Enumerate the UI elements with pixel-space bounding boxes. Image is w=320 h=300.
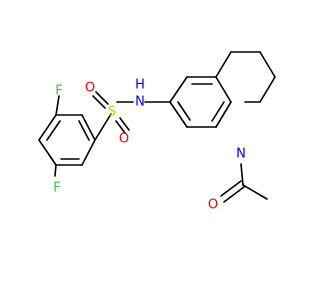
bond-s-o: [95, 91, 109, 105]
nitrogen-atom-label: N: [135, 95, 145, 110]
hydrogen-atom-label: H: [135, 78, 145, 93]
sulfur-atom-label: S: [108, 105, 116, 120]
bond-c-o: [220, 180, 242, 197]
bond-inner: [211, 101, 225, 122]
nitrogen-ring-label-bg: [233, 147, 245, 163]
bond-inner: [46, 120, 61, 141]
bond-c-f: [54, 164, 57, 177]
bond: [259, 76, 276, 103]
molecule-structure-diagram: F F S O O N H N O: [38, 51, 276, 213]
oxygen-atom-label: O: [208, 198, 218, 213]
oxygen-atom-label: O: [85, 81, 95, 96]
nitrogen-atom-label: N: [236, 147, 246, 162]
bond: [81, 139, 96, 166]
bond: [215, 101, 232, 128]
fluorine-atom-label: F: [53, 181, 60, 196]
bond-c-o: [223, 186, 245, 203]
bond: [215, 76, 232, 103]
bond: [38, 139, 57, 166]
bond-c-c: [242, 184, 268, 200]
bond-n-c: [240, 163, 244, 186]
bond-c-s: [94, 113, 112, 141]
bond: [169, 101, 188, 128]
bond: [38, 114, 57, 141]
atom-labels: F F S O O N H N O: [53, 78, 246, 213]
bond: [81, 114, 96, 141]
bond: [215, 51, 232, 78]
oxygen-atom-label: O: [119, 132, 129, 147]
fluorine-atom-label: F: [55, 84, 62, 99]
bond-s-o: [115, 120, 126, 134]
bond-c-f: [55, 95, 60, 116]
bond-s-o: [119, 117, 130, 131]
bond: [169, 76, 188, 103]
bond-inner: [177, 101, 191, 121]
bonds: [38, 51, 276, 203]
bond-inner: [78, 120, 90, 141]
bond: [259, 51, 276, 78]
bond-s-o: [92, 95, 106, 109]
